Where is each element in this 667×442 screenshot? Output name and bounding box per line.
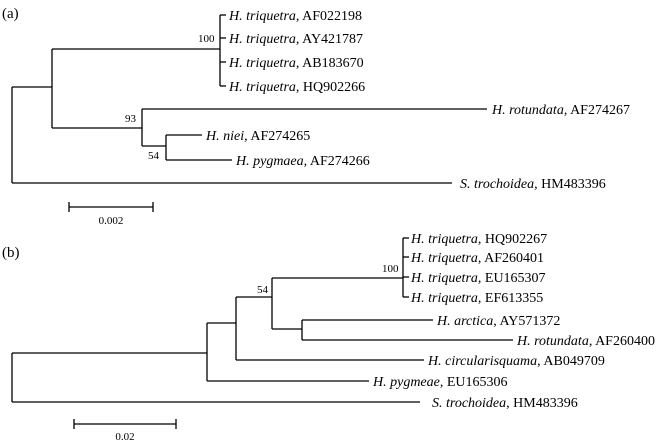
tree-b-support-100: 100 bbox=[382, 263, 399, 275]
tree-a-scale-bar: 0.002 bbox=[68, 202, 154, 227]
tree-a-leaf-label: H. triquetra, AY421787 bbox=[228, 32, 363, 47]
panel-a-branches bbox=[11, 14, 487, 184]
tree-a-leaf-label: H. rotundata, AF274267 bbox=[491, 103, 630, 118]
tree-a-leaf-label: H. triquetra, AB183670 bbox=[228, 56, 364, 71]
tree-b-leaf-label: H. triquetra, EF613355 bbox=[410, 291, 543, 306]
tree-b-leaf-label: H. triquetra, EU165307 bbox=[410, 271, 546, 286]
panel-b-branches bbox=[11, 237, 513, 403]
panel-a: (a) 100 93 bbox=[2, 6, 630, 227]
tree-a-support-93: 93 bbox=[125, 113, 137, 125]
tree-b-leaf-label: H. pygmeae, EU165306 bbox=[372, 375, 508, 390]
tree-a-scale-label: 0.002 bbox=[99, 215, 124, 227]
tree-a-leaf-label: S. trochoidea, HM483396 bbox=[460, 177, 606, 192]
tree-a-leaf-label: H. niei, AF274265 bbox=[205, 129, 310, 144]
panel-b-label: (b) bbox=[2, 245, 20, 261]
tree-a-leaf-label: H. triquetra, AF022198 bbox=[228, 9, 362, 24]
panel-b: (b) bbox=[2, 232, 655, 442]
tree-a-support-100: 100 bbox=[198, 33, 215, 45]
tree-b-scale-bar: 0.02 bbox=[73, 419, 177, 442]
tree-a-leaf-label: H. pygmaea, AF274266 bbox=[235, 154, 370, 169]
panel-a-label: (a) bbox=[2, 6, 19, 22]
tree-b-leaf-label: H. triquetra, HQ902267 bbox=[410, 232, 547, 247]
tree-b-leaf-label: H. arctica, AY571372 bbox=[436, 314, 560, 329]
tree-b-leaf-label: H. circularisquama, AB049709 bbox=[427, 354, 605, 369]
tree-b-leaf-label: S. trochoidea, HM483396 bbox=[432, 396, 578, 411]
tree-b-leaf-label: H. triquetra, AF260401 bbox=[410, 251, 544, 266]
tree-a-leaf-label: H. triquetra, HQ902266 bbox=[228, 80, 365, 95]
tree-b-scale-label: 0.02 bbox=[115, 431, 134, 442]
tree-b-support-54: 54 bbox=[257, 284, 269, 296]
tree-a-support-54: 54 bbox=[148, 150, 160, 162]
tree-b-leaf-label: H. rotundata, AF260400 bbox=[516, 334, 655, 349]
